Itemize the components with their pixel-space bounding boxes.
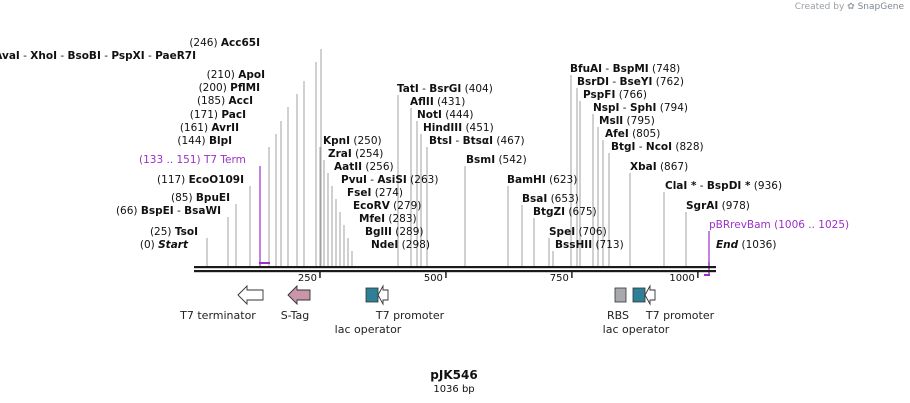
plasmid-length: 1036 bp (433, 384, 474, 395)
site-label-spei[interactable]: SpeI (706) (549, 226, 607, 238)
site-label-bsai[interactable]: BsaI (653) (522, 193, 579, 205)
ruler-label-250: 250 (298, 273, 317, 284)
site-label-start[interactable]: (0) Start (140, 239, 189, 251)
credit-line: Created by ✿ SnapGene (795, 2, 904, 12)
site-label-paci[interactable]: (171) PacI (190, 109, 246, 121)
site-label-pflmi[interactable]: (200) PflMI (199, 82, 260, 94)
site-label-msli[interactable]: MslI (795) (599, 115, 655, 127)
ruler-label-1000: 1000 (669, 273, 694, 284)
site-label-pvui-asisi[interactable]: PvuI - AsiSI (263) (341, 174, 438, 186)
feature-label-s-tag: S-Tag (281, 309, 310, 322)
feature-t7-promoter-2[interactable] (644, 284, 656, 306)
site-label-avrii[interactable]: (161) AvrII (180, 122, 239, 134)
ruler-label-500: 500 (424, 273, 443, 284)
ruler-label-750: 750 (550, 273, 569, 284)
feature-label-rbs: RBS (607, 309, 629, 322)
site-label-noti[interactable]: NotI (444) (417, 109, 474, 121)
feature-label-t7-terminator: T7 terminator (179, 309, 256, 322)
site-label-btgi-ncoi[interactable]: BtgI - NcoI (828) (611, 141, 704, 153)
credit-prefix: Created by (794, 2, 845, 12)
site-label-xbai[interactable]: XbaI (867) (630, 161, 688, 173)
feature-label-t7-promoter-2: T7 promoter (645, 309, 715, 322)
site-label-ecorv[interactable]: EcoRV (279) (353, 200, 421, 212)
backbone-bottom-strand (194, 270, 716, 273)
site-labels: (240) AvaI - XhoI - BsoBI - PspXI - PaeR… (0, 37, 849, 251)
site-label-bsrdi-bseyi[interactable]: BsrDI - BseYI (762) (577, 76, 684, 88)
site-label-end[interactable]: End (1036) (716, 239, 776, 251)
feature-rbs[interactable] (614, 287, 627, 303)
plasmid-title-group: pJK546 1036 bp (430, 368, 477, 395)
feature-lac-operator-1[interactable] (365, 287, 379, 303)
site-label-apoi[interactable]: (210) ApoI (207, 69, 265, 81)
site-leader-lines (206, 49, 710, 276)
site-label-sgrai[interactable]: SgrAI (978) (686, 200, 750, 212)
feature-label-lac-operator-2: lac operator (603, 323, 670, 336)
site-label-t7term-primer[interactable]: (133 .. 151) T7 Term (139, 154, 246, 166)
site-label-nspi-sphi[interactable]: NspI - SphI (794) (593, 102, 688, 114)
site-label-hindiii[interactable]: HindIII (451) (423, 122, 494, 134)
site-label-aflii[interactable]: AflII (431) (410, 96, 465, 108)
feature-s-tag[interactable] (287, 284, 311, 306)
plasmid-backbone: 250 500 750 1000 (194, 266, 716, 284)
feature-label-t7-promoter-1: T7 promoter (375, 309, 445, 322)
site-label-pspfi[interactable]: PspFI (766) (583, 89, 647, 101)
site-label-blpi[interactable]: (144) BlpI (177, 135, 232, 147)
site-label-zrai[interactable]: ZraI (254) (328, 148, 383, 160)
site-label-pbrrevbam-primer[interactable]: pBRrevBam (1006 .. 1025) (709, 219, 849, 231)
site-label-clai-bspdi[interactable]: ClaI * - BspDI * (936) (665, 180, 782, 192)
site-label-avai-xhoi[interactable]: (240) AvaI - XhoI - BsoBI - PspXI - PaeR… (0, 50, 196, 62)
site-label-afei[interactable]: AfeI (805) (605, 128, 660, 140)
site-label-bfuai-bspmi[interactable]: BfuAI - BspMI (748) (570, 63, 680, 75)
site-label-bpuei[interactable]: (85) BpuEI (171, 192, 230, 204)
site-label-tsoi[interactable]: (25) TsoI (150, 226, 198, 238)
site-label-acci[interactable]: (185) AccI (197, 95, 253, 107)
site-label-acc65i[interactable]: (246) Acc65I (189, 37, 260, 49)
site-label-btgzi[interactable]: BtgZI (675) (533, 206, 597, 218)
snapgene-logo-icon: ✿ (847, 2, 855, 12)
feature-label-lac-operator-1: lac operator (335, 323, 402, 336)
site-label-kpni[interactable]: KpnI (250) (323, 135, 382, 147)
plasmid-name: pJK546 (430, 368, 477, 382)
site-label-bglii[interactable]: BglII (289) (365, 226, 424, 238)
feature-t7-terminator[interactable] (237, 284, 264, 306)
site-label-bsshii[interactable]: BssHII (713) (555, 239, 624, 251)
site-label-ecoo109i[interactable]: (117) EcoO109I (157, 174, 244, 186)
site-label-ndei[interactable]: NdeI (298) (371, 239, 430, 251)
site-label-tati-bsrgi[interactable]: TatI - BsrGI (404) (397, 83, 493, 95)
backbone-top-strand (194, 266, 716, 269)
site-label-btsi-btsai[interactable]: BtsI - BtsαI (467) (429, 135, 525, 147)
feature-t7-promoter-1[interactable] (377, 284, 389, 306)
site-label-bamhi[interactable]: BamHI (623) (507, 174, 577, 186)
site-label-mfei[interactable]: MfeI (283) (359, 213, 417, 225)
credit-brand: SnapGene (857, 2, 904, 12)
site-label-aatii[interactable]: AatII (256) (334, 161, 394, 173)
site-label-bspei-bsawi[interactable]: (66) BspEI - BsaWI (116, 205, 221, 217)
site-label-fsei[interactable]: FseI (274) (347, 187, 403, 199)
feature-lac-operator-2[interactable] (632, 287, 646, 303)
site-label-bsmi[interactable]: BsmI (542) (466, 154, 527, 166)
